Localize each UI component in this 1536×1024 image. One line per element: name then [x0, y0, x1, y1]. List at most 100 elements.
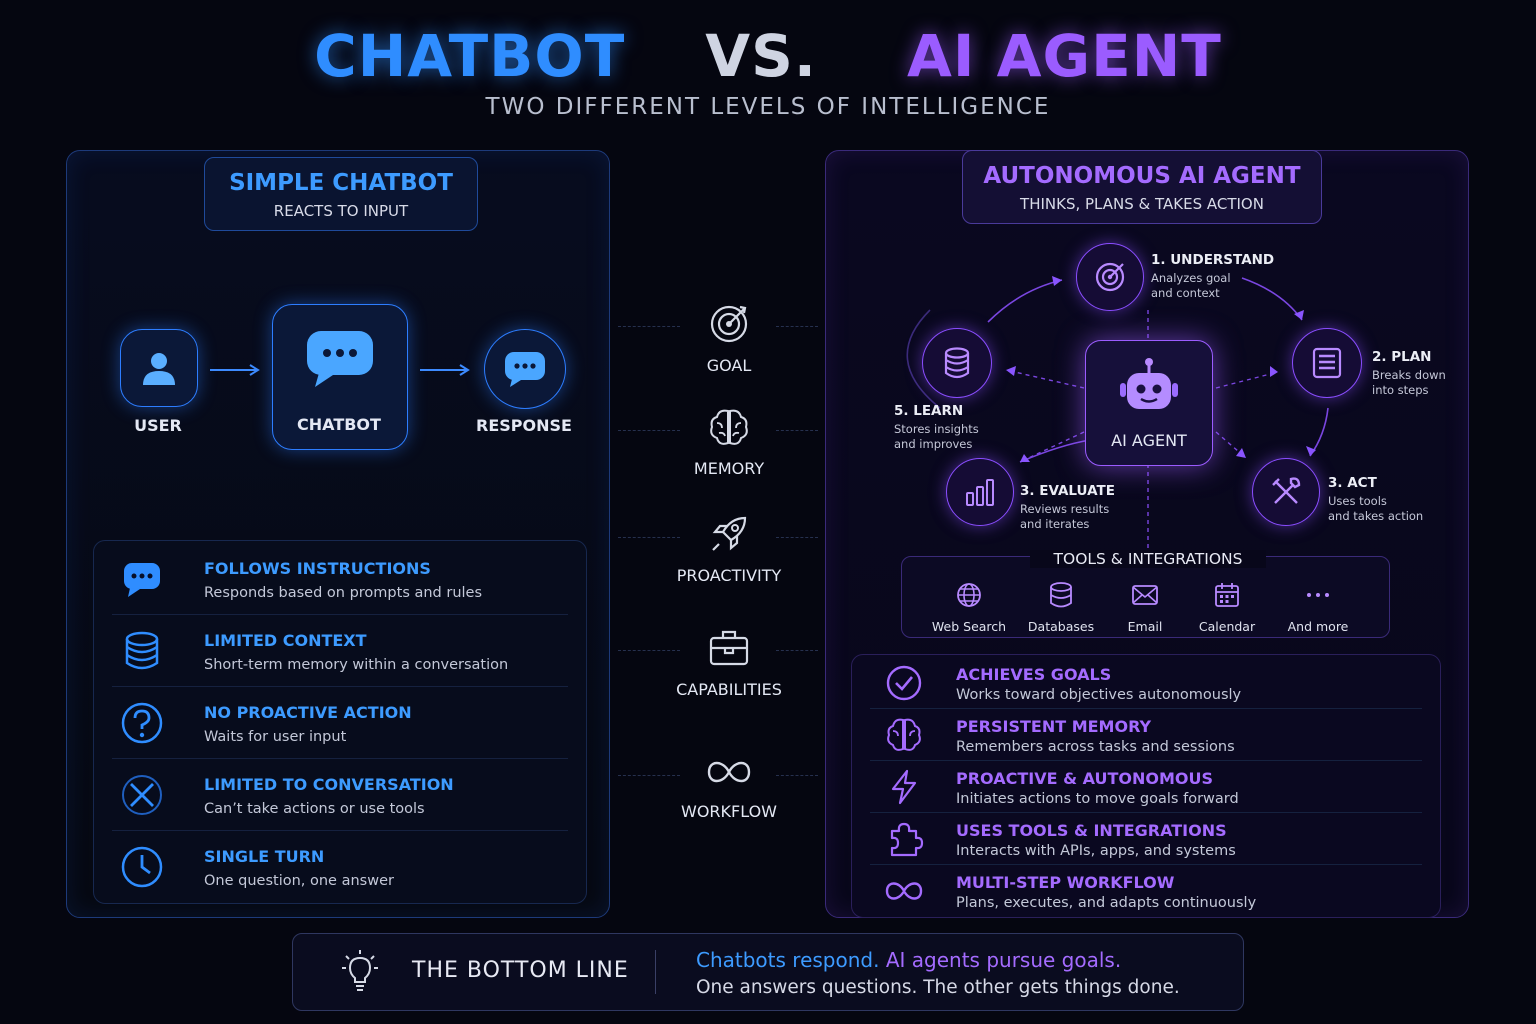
comparison-memory: MEMORY	[640, 405, 818, 478]
more-icon	[1307, 593, 1329, 597]
feature-title: SINGLE TURN	[204, 847, 325, 866]
chat-bubble-icon	[307, 331, 373, 387]
tools-integrations-title: TOOLS & INTEGRATIONS	[1030, 550, 1266, 568]
tool-label: Email	[1127, 619, 1163, 634]
tool-web-search: Web Search	[929, 581, 1009, 634]
arrow-right-icon	[420, 364, 470, 376]
clock-icon	[121, 846, 163, 888]
step-learn-node	[922, 328, 992, 398]
feature-desc: Responds based on prompts and rules	[204, 585, 483, 601]
globe-icon	[957, 583, 981, 607]
question-icon	[121, 702, 163, 744]
tool-label: Web Search	[931, 619, 1007, 634]
list-item: LIMITED CONTEXT Short-term memory within…	[94, 615, 586, 687]
comparison-workflow: WORKFLOW	[640, 752, 818, 821]
database-icon	[1050, 582, 1072, 608]
lightbulb-icon	[342, 950, 378, 991]
agent-heading-subtitle: THINKS, PLANS & TAKES ACTION	[1020, 195, 1264, 213]
feature-desc: Plans, executes, and adapts continuously	[956, 895, 1257, 911]
tool-email: Email	[1105, 581, 1185, 634]
user-node	[120, 329, 198, 407]
list-item: PERSISTENT MEMORY Remembers across tasks…	[852, 709, 1440, 761]
agent-feature-list: ACHIEVES GOALS Works toward objectives a…	[851, 654, 1441, 918]
database-icon	[944, 347, 970, 379]
list-item: LIMITED TO CONVERSATION Can’t take actio…	[94, 759, 586, 831]
feature-title: USES TOOLS & INTEGRATIONS	[956, 821, 1227, 840]
comparison-label: MEMORY	[693, 459, 765, 478]
target-icon	[1095, 262, 1125, 292]
feature-title: PROACTIVE & AUTONOMOUS	[956, 769, 1214, 788]
chatbot-heading-subtitle: REACTS TO INPUT	[273, 202, 409, 220]
step-title: 5. LEARN	[894, 403, 964, 419]
mail-icon	[1132, 585, 1158, 605]
feature-desc: Short-term memory within a conversation	[204, 657, 509, 673]
infinity-icon	[707, 761, 751, 783]
tool-calendar: Calendar	[1187, 581, 1267, 634]
feature-desc: Can’t take actions or use tools	[204, 801, 425, 817]
step-title: 1. UNDERSTAND	[1151, 252, 1275, 268]
brain-icon	[887, 718, 921, 751]
user-icon	[143, 353, 175, 385]
feature-desc: Waits for user input	[204, 729, 347, 745]
ai-agent-label: AI AGENT	[1111, 431, 1187, 450]
puzzle-icon	[890, 822, 924, 857]
tool-and-more: And more	[1278, 581, 1358, 634]
comparison-goal: GOAL	[640, 302, 818, 375]
list-item: SINGLE TURN One question, one answer	[94, 831, 586, 903]
step-title: 2. PLAN	[1372, 349, 1432, 365]
toolbox-icon	[709, 630, 749, 666]
tool-label: Databases	[1027, 619, 1095, 634]
bottom-chatbot-statement: Chatbots respond.	[696, 948, 880, 972]
x-icon	[122, 775, 162, 815]
arrow-right-icon	[210, 364, 260, 376]
response-node	[484, 329, 566, 409]
chatbot-heading: SIMPLE CHATBOT REACTS TO INPUT	[204, 157, 478, 231]
step-evaluate-node	[946, 458, 1014, 526]
chat-bubble-icon	[505, 352, 545, 387]
chatbot-heading-title: SIMPLE CHATBOT	[229, 170, 453, 196]
rocket-icon	[712, 516, 747, 551]
tools-icon	[1272, 477, 1301, 504]
title-ai-agent: AI AGENT	[906, 22, 1222, 90]
step-act-node	[1252, 458, 1320, 526]
title-chatbot: CHATBOT	[314, 22, 626, 90]
comparison-label: PROACTIVITY	[676, 566, 782, 585]
tools-integrations: Web Search Databases Email Calendar And …	[901, 556, 1390, 638]
feature-title: FOLLOWS INSTRUCTIONS	[204, 559, 431, 578]
feature-title: NO PROACTIVE ACTION	[204, 703, 412, 722]
feature-desc: Works toward objectives autonomously	[956, 687, 1242, 703]
feature-title: MULTI-STEP WORKFLOW	[956, 873, 1175, 892]
agent-heading-title: AUTONOMOUS AI AGENT	[983, 163, 1301, 189]
bottom-line-title: THE BOTTOM LINE	[412, 958, 629, 983]
step-title: 3. ACT	[1328, 475, 1377, 491]
lightning-icon	[891, 769, 917, 805]
calendar-icon	[1215, 583, 1239, 607]
chatbot-feature-list: FOLLOWS INSTRUCTIONS Responds based on p…	[93, 540, 587, 904]
target-icon	[710, 305, 748, 343]
database-icon	[125, 631, 159, 670]
bottom-line-summary: One answers questions. The other gets th…	[696, 977, 1180, 998]
chatbot-label: CHATBOT	[297, 415, 381, 434]
list-item: NO PROACTIVE ACTION Waits for user input	[94, 687, 586, 759]
response-label: RESPONSE	[476, 416, 572, 435]
comparison-label: WORKFLOW	[681, 802, 777, 821]
tool-databases: Databases	[1021, 581, 1101, 634]
infinity-icon	[885, 882, 923, 900]
step-plan-node	[1292, 328, 1362, 398]
ai-agent-core: AI AGENT	[1085, 340, 1213, 466]
list-icon	[1312, 347, 1342, 379]
user-label: USER	[134, 416, 182, 435]
bar-chart-icon	[966, 479, 994, 506]
bottom-divider	[655, 950, 656, 994]
list-item: MULTI-STEP WORKFLOW Plans, executes, and…	[852, 865, 1440, 917]
